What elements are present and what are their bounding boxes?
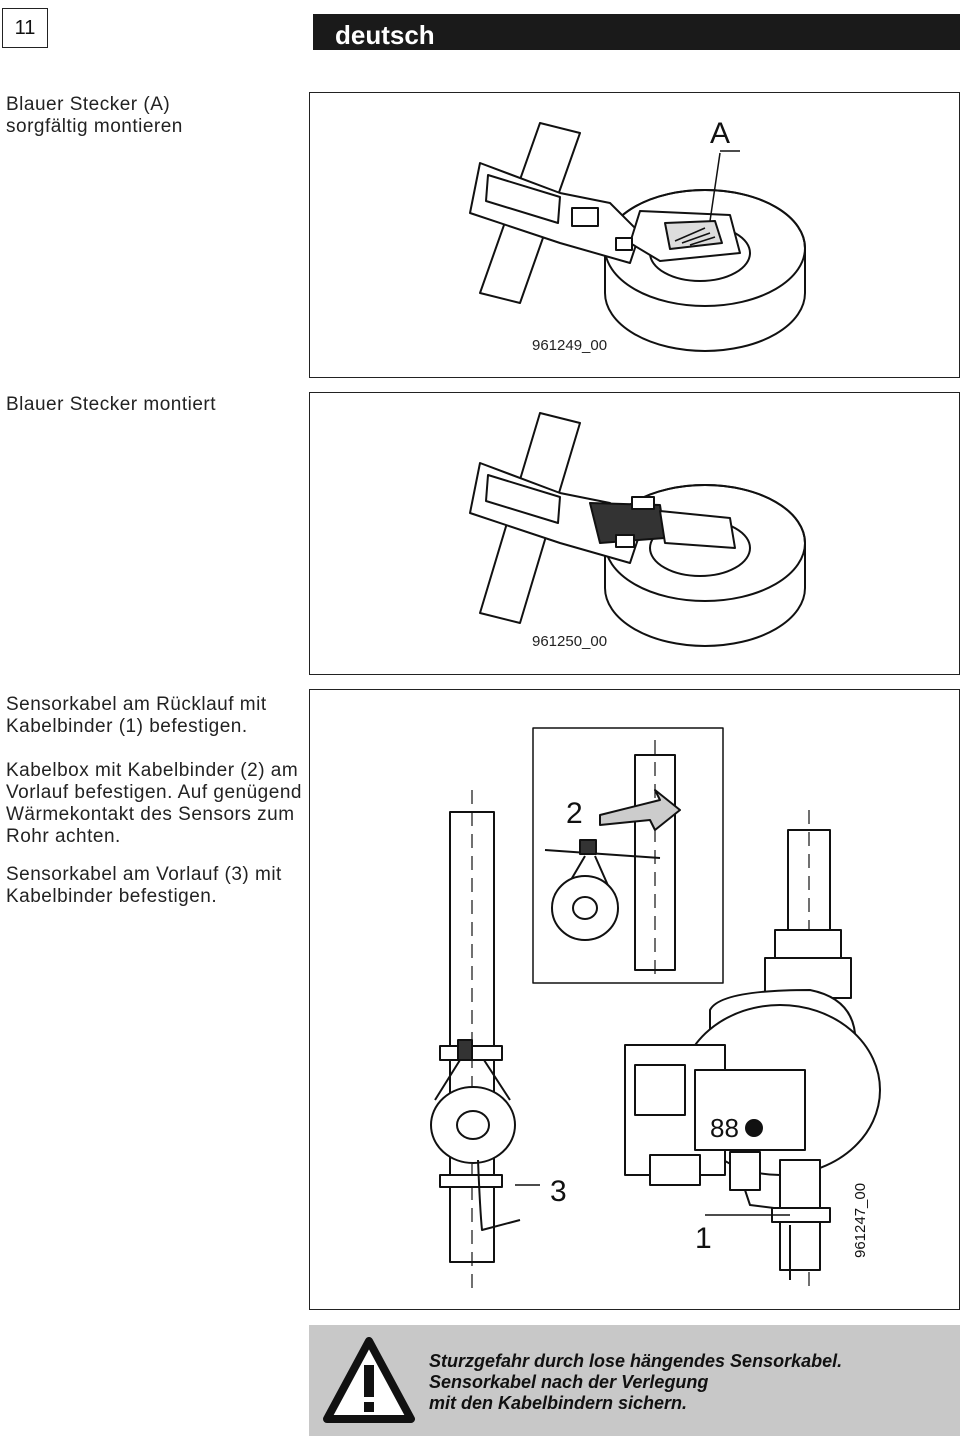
- pump-sensor-drawing: 88 2 3 1 961247_00: [430, 727, 881, 1290]
- instruction-step3c: Sensorkabel am Vorlauf (3) mit Kabelbind…: [6, 864, 282, 907]
- warning-line: Sensorkabel nach der Verlegung: [429, 1372, 709, 1392]
- warning-line: Sturzgefahr durch lose hängendes Sensork…: [429, 1351, 843, 1371]
- page-number: 11: [2, 8, 48, 48]
- instruction-step1: Blauer Stecker (A) sorgfältig montieren: [6, 94, 183, 137]
- figure-label-3: 3: [550, 1175, 567, 1208]
- instruction-step2: Blauer Stecker montiert: [6, 394, 217, 415]
- language-header: deutsch: [313, 14, 960, 50]
- figure-code: 961247_00: [852, 1183, 869, 1258]
- figure-code: 961249_00: [532, 337, 608, 354]
- warning-text: Sturzgefahr durch lose hängendes Sensork…: [429, 1351, 842, 1414]
- figure-label-a: A: [710, 117, 730, 150]
- figure-label-1: 1: [695, 1222, 712, 1255]
- instruction-step3b: Kabelbox mit Kabelbinder (2) am Vorlauf …: [6, 760, 302, 847]
- warning-box: Sturzgefahr durch lose hängendes Sensork…: [309, 1325, 960, 1436]
- warning-line: mit den Kabelbindern sichern.: [429, 1393, 688, 1413]
- figure-plug-mounting: A 961249_00: [309, 92, 960, 378]
- figure-pump-sensor: 88 2 3 1 961247_00: [309, 689, 960, 1310]
- figure-plug-mounted: 961250_00: [309, 392, 960, 675]
- plug-mounting-drawing: A: [469, 117, 806, 352]
- instruction-step3a: Sensorkabel am Rücklauf mit Kabelbinder …: [6, 694, 267, 737]
- pump-display-text: 88: [710, 1113, 739, 1143]
- warning-triangle-icon: [323, 1337, 415, 1423]
- figure-label-2: 2: [566, 797, 583, 830]
- figure-code: 961250_00: [532, 633, 608, 650]
- plug-mounted-drawing: [469, 412, 806, 647]
